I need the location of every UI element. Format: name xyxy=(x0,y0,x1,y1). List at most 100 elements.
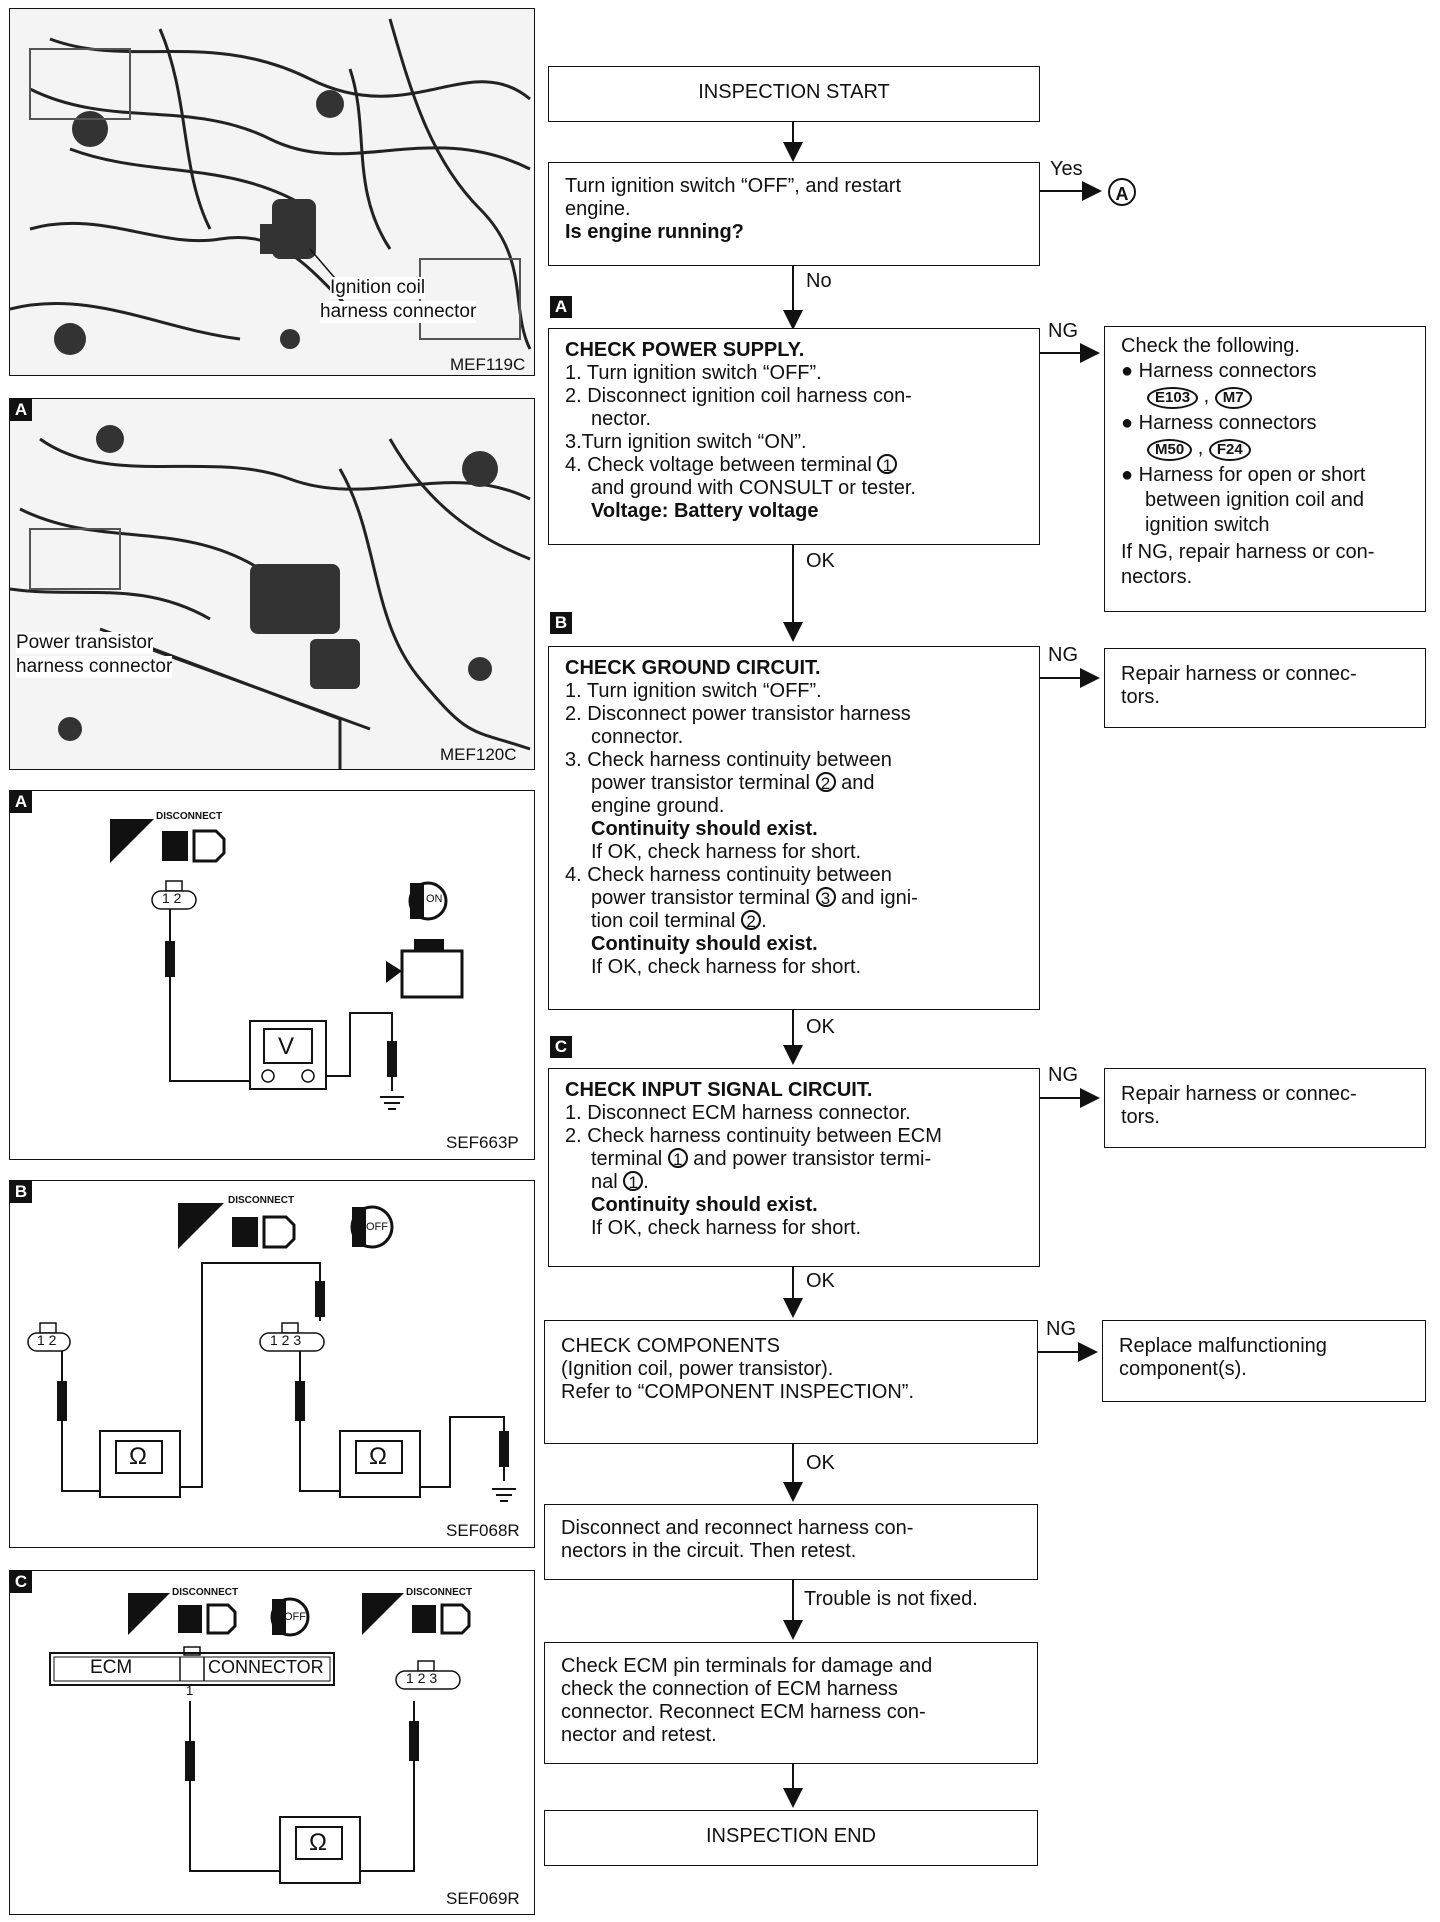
step-text: power transistor terminal xyxy=(591,772,810,794)
step-text: and xyxy=(841,772,875,794)
photo-label-line2: harness connector xyxy=(320,301,477,323)
step-line: and ground with CONSULT or tester. xyxy=(591,477,916,499)
step-tag-C: C xyxy=(550,1036,572,1058)
step-line: If OK, check harness for short. xyxy=(591,841,862,863)
step-line: (Ignition coil, power transistor). xyxy=(561,1358,834,1380)
step-line: connector. Reconnect ECM harness con- xyxy=(561,1701,926,1723)
step-text: and power transistor termi- xyxy=(693,1148,932,1170)
terminal-number: 2 xyxy=(741,910,762,931)
inspection-end-box: INSPECTION END xyxy=(544,1810,1038,1866)
wiring-sketch xyxy=(49,1593,471,1884)
hs-label: H.S. xyxy=(146,1621,168,1633)
meter-symbol: Ω xyxy=(369,1443,387,1470)
step-tag-A: A xyxy=(10,399,32,421)
result-line: tors. xyxy=(1121,1106,1160,1128)
figure-code: SEF069R xyxy=(446,1889,520,1908)
photo-ignition-coil: Ignition coil harness connector MEF119C xyxy=(9,8,535,376)
terminal-number: 2 xyxy=(815,772,836,793)
bullet-line: ● Harness for open or short xyxy=(1121,464,1366,486)
connector-pins-left: 1 2 xyxy=(37,1332,57,1348)
connector-code: M7 xyxy=(1214,387,1252,409)
disconnect-icon xyxy=(412,1603,471,1635)
ok-label: OK xyxy=(806,1016,835,1038)
step-spec: Continuity should exist. xyxy=(591,818,818,840)
connector-codes: E103 , M7 xyxy=(1147,385,1252,409)
diagram-c-signal-check: C DISCONNECT DISCO xyxy=(9,1570,535,1915)
step-tag-A: A xyxy=(550,296,572,318)
check-components-box: CHECK COMPONENTS (Ignition coil, power t… xyxy=(544,1320,1038,1444)
step-line: 1. Turn ignition switch “OFF”. xyxy=(565,362,822,384)
key-icon xyxy=(350,1205,394,1249)
ok-label: OK xyxy=(806,550,835,572)
step-title: CHECK INPUT SIGNAL CIRCUIT. xyxy=(565,1079,873,1101)
check-following-box: Check the following. ● Harness connector… xyxy=(1104,326,1426,612)
step-line: Refer to “COMPONENT INSPECTION”. xyxy=(561,1381,915,1403)
engine-icon xyxy=(386,939,464,999)
terminal-number: 3 xyxy=(815,887,836,908)
step-line: nal 1. xyxy=(591,1171,649,1193)
step-line: 1. Turn ignition switch “OFF”. xyxy=(565,680,822,702)
replace-components-box: Replace malfunctioning component(s). xyxy=(1102,1320,1426,1402)
result-title: Check the following. xyxy=(1121,335,1300,357)
step-text: tion coil terminal xyxy=(591,910,736,932)
step-line: If OK, check harness for short. xyxy=(591,956,862,978)
end-label: INSPECTION END xyxy=(705,1825,877,1847)
disconnect-icon xyxy=(178,1603,237,1635)
result-line: tors. xyxy=(1121,686,1160,708)
step-text: power transistor terminal xyxy=(591,887,810,909)
ts-label: T.S. xyxy=(130,851,149,863)
step-line: Disconnect and reconnect harness con- xyxy=(561,1517,914,1539)
check-power-supply-box: CHECK POWER SUPPLY. 1. Turn ignition swi… xyxy=(548,328,1040,545)
not-fixed-label: Trouble is not fixed. xyxy=(804,1588,978,1610)
step-line: power transistor terminal 2 and xyxy=(591,772,874,795)
key-icon xyxy=(408,881,448,921)
step-spec: Voltage: Battery voltage xyxy=(591,500,819,522)
step-text: terminal xyxy=(591,1148,663,1170)
reconnect-retest-box: Disconnect and reconnect harness con- ne… xyxy=(544,1504,1038,1580)
disconnect-label: DISCONNECT xyxy=(406,1587,473,1598)
ng-label: NG xyxy=(1048,644,1078,666)
key-label: OFF xyxy=(366,1221,388,1233)
connector-code: E103 xyxy=(1147,387,1199,409)
ecm-label: ECM xyxy=(90,1657,133,1678)
connector-pins: 1 2 xyxy=(162,890,182,906)
repair-harness-box: Repair harness or connec- tors. xyxy=(1104,648,1426,728)
terminal-number: 1 xyxy=(623,1171,644,1192)
ecm-pin-number: 1 xyxy=(186,1683,194,1698)
ts-label: T.S. xyxy=(200,1235,219,1247)
connector-code: M50 xyxy=(1147,439,1193,461)
ng-label: NG xyxy=(1048,1064,1078,1086)
step-line: 2. Disconnect power transistor harness xyxy=(565,703,911,725)
step-text: nal xyxy=(591,1171,618,1193)
step-line: nectors in the circuit. Then retest. xyxy=(561,1540,857,1562)
step-tag-A: A xyxy=(10,791,32,813)
engine-photo-illustration xyxy=(10,399,534,769)
ts-label: T.S. xyxy=(380,1621,399,1633)
step-line: 2. Check harness continuity between ECM xyxy=(565,1125,942,1147)
photo-label-line1: Power transistor xyxy=(16,632,154,654)
connector-label: CONNECTOR xyxy=(208,1657,324,1677)
key-label: OFF xyxy=(284,1611,306,1623)
step-line: check the connection of ECM harness xyxy=(561,1678,898,1700)
step-title: CHECK COMPONENTS xyxy=(561,1335,780,1357)
start-label: INSPECTION START xyxy=(698,81,890,103)
key-label: ON xyxy=(426,893,443,905)
step-line: 2. Disconnect ignition coil harness con- xyxy=(565,385,912,407)
step-line: nector. xyxy=(591,408,652,430)
no-label: No xyxy=(806,270,832,292)
connector-code: F24 xyxy=(1208,439,1251,461)
check-input-signal-box: CHECK INPUT SIGNAL CIRCUIT. 1. Disconnec… xyxy=(548,1068,1040,1267)
ok-label: OK xyxy=(806,1452,835,1474)
disconnect-icon xyxy=(232,1215,296,1249)
photo-power-transistor: A Power transistor harness connector MEF… xyxy=(9,398,535,770)
disconnect-label: DISCONNECT xyxy=(172,1587,239,1598)
meter-symbol: Ω xyxy=(309,1829,327,1856)
ok-label: OK xyxy=(806,1270,835,1292)
bullet-line: ● Harness connectors xyxy=(1121,360,1317,382)
result-line: If NG, repair harness or con- xyxy=(1121,541,1375,563)
step-line: engine ground. xyxy=(591,795,725,817)
bullet-text: Harness for open or short xyxy=(1138,464,1366,486)
step-spec: Continuity should exist. xyxy=(591,1194,818,1216)
step-line: power transistor terminal 3 and igni- xyxy=(591,887,918,910)
step-line: tion coil terminal 2. xyxy=(591,910,767,932)
